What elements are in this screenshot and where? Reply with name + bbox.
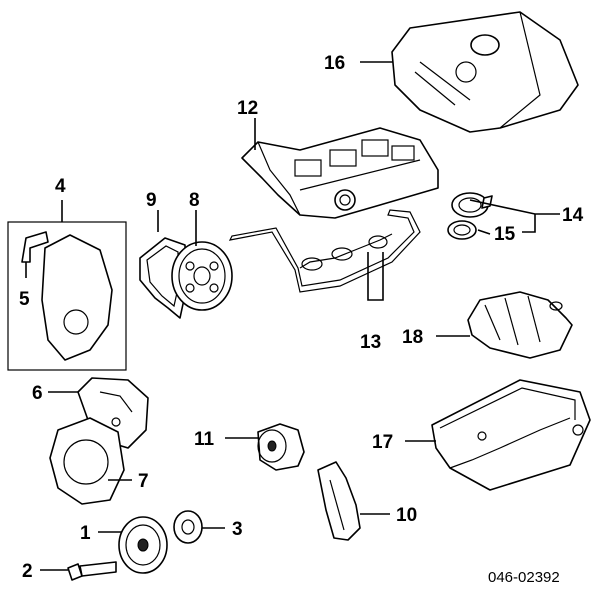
intake-heat-shield [467, 291, 573, 359]
rear-timing-cover [77, 377, 149, 449]
callout-4: 4 [55, 176, 66, 197]
callout-14: 14 [562, 205, 584, 226]
callout-9: 9 [146, 190, 157, 211]
callout-16: 16 [324, 53, 345, 74]
engine-cover [391, 11, 579, 133]
callout-5: 5 [19, 289, 30, 310]
camshaft-sprocket [171, 241, 233, 311]
crankshaft-pulley [118, 516, 168, 574]
valve-cover-gasket [228, 209, 421, 293]
callout-6: 6 [32, 383, 43, 404]
crankshaft-sprocket [173, 510, 203, 544]
crankshaft-bolt [67, 561, 117, 581]
callout-1: 1 [80, 523, 91, 544]
callout-3: 3 [232, 519, 243, 540]
callout-18: 18 [402, 327, 423, 348]
timing-belt [139, 237, 187, 319]
callout-17: 17 [372, 432, 393, 453]
callout-7: 7 [138, 471, 149, 492]
callout-labels: 16 12 14 15 13 18 17 4 5 9 8 6 7 11 10 1… [19, 53, 584, 582]
oil-pan [431, 379, 591, 491]
valve-cover [241, 127, 439, 219]
leader-lines [25, 61, 560, 571]
callout-2: 2 [22, 561, 33, 582]
belt-guide-bracket [317, 461, 361, 541]
timing-belt-cover-group [7, 221, 127, 371]
callout-8: 8 [189, 190, 200, 211]
callout-15: 15 [494, 224, 516, 245]
callout-11: 11 [194, 429, 215, 450]
callout-10: 10 [396, 505, 417, 526]
callout-13: 13 [360, 332, 381, 353]
callout-12: 12 [237, 98, 258, 119]
reference-code: 046-02392 [488, 569, 560, 586]
belt-tensioner [257, 423, 305, 471]
lower-timing-cover [49, 417, 125, 505]
